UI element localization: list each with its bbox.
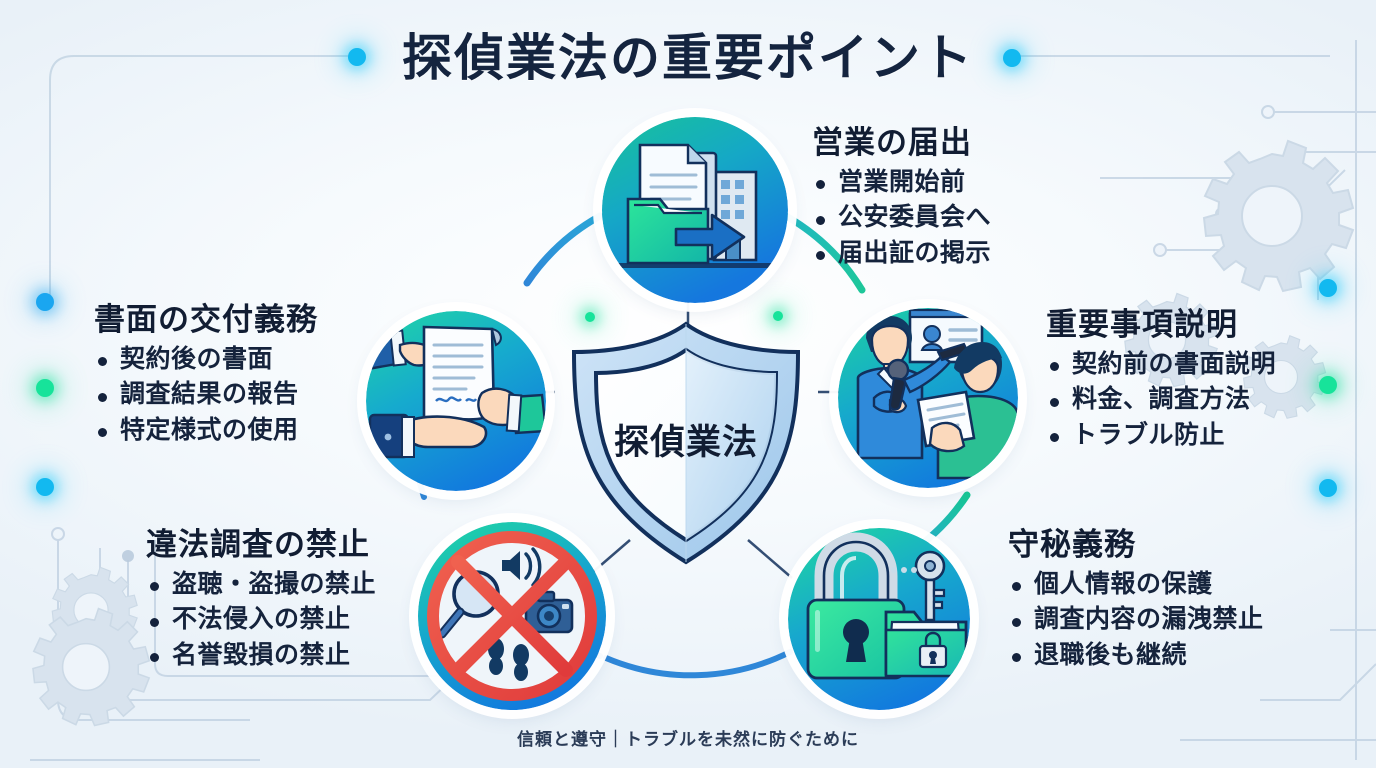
icon-bubble-notify <box>602 117 788 303</box>
decor-dot-inner-left <box>585 312 595 322</box>
icon-bubble-document <box>366 311 546 491</box>
decor-dot-top-right <box>1003 49 1021 67</box>
icon-bubble-secret <box>788 528 970 710</box>
decor-dot-left-1 <box>36 293 54 311</box>
decor-dot-left-2 <box>36 379 54 397</box>
icon-bubble-prohibition <box>418 522 606 710</box>
shield-icon <box>571 321 801 565</box>
gear-icon-small-group <box>32 566 151 727</box>
list-item: 調査結果の報告 <box>94 377 318 413</box>
block-explain-heading: 重要事項説明 <box>1046 307 1238 342</box>
list-item: 公安委員会へ <box>812 200 991 236</box>
decor-dot-top-left <box>348 48 366 66</box>
icon-bubble-explain <box>838 308 1018 488</box>
list-item: 営業開始前 <box>812 165 991 201</box>
block-notify: 営業の届出 営業開始前 公安委員会へ 届出証の掲示 <box>812 125 991 272</box>
block-illegal-list: 盗聴・盗撮の禁止 不法侵入の禁止 名誉毀損の禁止 <box>146 567 376 674</box>
list-item: 届出証の掲示 <box>812 236 991 272</box>
block-document: 書面の交付義務 契約後の書面 調査結果の報告 特定様式の使用 <box>94 302 318 449</box>
block-notify-heading: 営業の届出 <box>812 125 972 160</box>
block-secret-list: 個人情報の保護 調査内容の漏洩禁止 退職後も継続 <box>1008 567 1264 674</box>
center-shield: 探偵業法 <box>552 318 820 568</box>
decor-dot-inner-right <box>773 311 783 321</box>
decor-dot-right-3 <box>1319 479 1337 497</box>
footer-tagline: 信頼と遵守｜トラブルを未然に防ぐために <box>517 730 859 749</box>
list-item: 盗聴・盗撮の禁止 <box>146 567 376 603</box>
block-explain-list: 契約前の書面説明 料金、調査方法 トラブル防止 <box>1046 347 1276 454</box>
decor-dot-left-3 <box>36 478 54 496</box>
shield-label: 探偵業法 <box>613 423 758 462</box>
page-title: 探偵業法の重要ポイント <box>402 30 974 86</box>
block-illegal: 違法調査の禁止 盗聴・盗撮の禁止 不法侵入の禁止 名誉毀損の禁止 <box>146 527 376 674</box>
list-item: 契約前の書面説明 <box>1046 347 1276 383</box>
block-illegal-heading: 違法調査の禁止 <box>146 527 370 562</box>
list-item: トラブル防止 <box>1046 418 1276 454</box>
list-item: 契約後の書面 <box>94 342 318 378</box>
decor-dot-right-2 <box>1319 376 1337 394</box>
block-document-heading: 書面の交付義務 <box>94 302 318 337</box>
list-item: 特定様式の使用 <box>94 413 318 449</box>
list-item: 調査内容の漏洩禁止 <box>1008 602 1264 638</box>
block-notify-list: 営業開始前 公安委員会へ 届出証の掲示 <box>812 165 991 272</box>
block-explain: 重要事項説明 契約前の書面説明 料金、調査方法 トラブル防止 <box>1046 307 1276 454</box>
list-item: 退職後も継続 <box>1008 638 1264 674</box>
block-secret: 守秘義務 個人情報の保護 調査内容の漏洩禁止 退職後も継続 <box>1008 527 1264 674</box>
list-item: 不法侵入の禁止 <box>146 602 376 638</box>
list-item: 料金、調査方法 <box>1046 382 1276 418</box>
block-document-list: 契約後の書面 調査結果の報告 特定様式の使用 <box>94 342 318 449</box>
decor-dot-right-1 <box>1319 279 1337 297</box>
list-item: 名誉毀損の禁止 <box>146 638 376 674</box>
list-item: 個人情報の保護 <box>1008 567 1264 603</box>
block-secret-heading: 守秘義務 <box>1008 527 1136 562</box>
